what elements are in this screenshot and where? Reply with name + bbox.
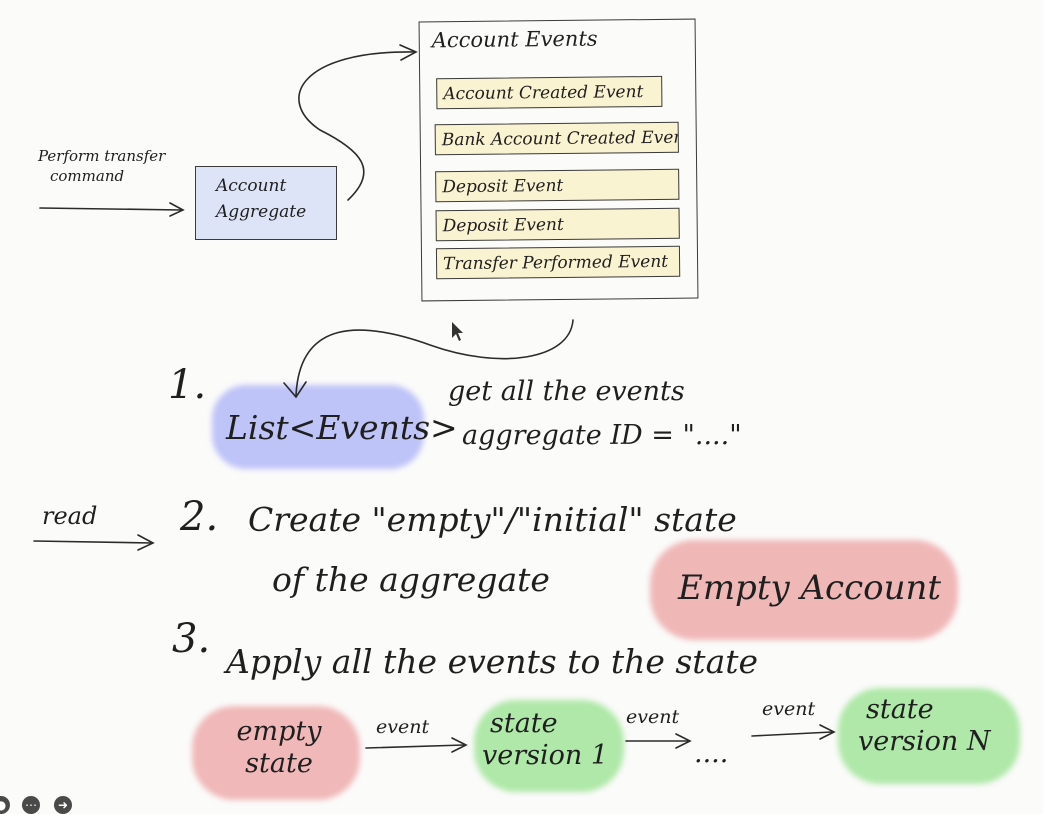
playback-controls: ● ⋯ ➜ <box>0 794 120 814</box>
event-label-2: event <box>626 706 680 728</box>
state-version-1-highlight <box>474 700 624 792</box>
read-arrow <box>33 540 153 544</box>
ellipsis-label: .... <box>694 738 729 769</box>
aggregate-to-events-curve <box>298 51 416 201</box>
event-item: Deposit Event <box>435 207 680 242</box>
step-1-note-line-1: get all the events <box>448 376 685 407</box>
step-3-line-1: Apply all the events to the state <box>226 642 759 681</box>
step-2-line-2: of the aggregate <box>272 560 550 599</box>
aggregate-line-1: Account <box>216 176 287 196</box>
read-label: read <box>42 502 98 530</box>
state-version-n-line-1: state <box>866 694 934 725</box>
event-label-3: event <box>762 698 816 720</box>
event-label-1: event <box>376 716 430 738</box>
step-2-line-1: Create "empty"/"initial" state <box>248 500 737 539</box>
command-label-line-2: command <box>50 167 125 185</box>
empty-account-label: Empty Account <box>678 568 942 608</box>
event-item: Transfer Performed Event <box>435 245 681 280</box>
aggregate-line-2: Aggregate <box>216 202 307 222</box>
account-events-panel: Account Events Account Created Event Ban… <box>418 18 699 302</box>
flow-arrow-1 <box>365 744 465 749</box>
event-item: Deposit Event <box>435 168 680 203</box>
state-version-n-highlight <box>838 688 1020 784</box>
state-version-1-line-2: version 1 <box>482 740 609 771</box>
mouse-cursor <box>452 322 463 341</box>
state-version-1-node: state version 1 <box>482 708 608 772</box>
step-2-number: 2. <box>180 494 219 540</box>
command-arrow <box>39 207 183 211</box>
list-events-label: List<Events> <box>226 408 458 447</box>
more-icon[interactable]: ⋯ <box>22 796 40 814</box>
perform-transfer-command-label: Perform transfer command <box>38 146 165 186</box>
step-1-note-line-2: aggregate ID = "...." <box>462 420 742 451</box>
event-item: Bank Account Created Event <box>434 121 679 156</box>
events-to-list-curve <box>295 319 574 396</box>
list-events-highlight <box>212 385 424 469</box>
flow-arrow-3 <box>751 731 833 737</box>
empty-state-node: empty state <box>214 716 344 780</box>
account-aggregate-box: Account Aggregate <box>195 166 337 240</box>
command-label-line-1: Perform transfer <box>38 147 166 165</box>
events-panel-title: Account Events <box>431 26 598 53</box>
state-version-1-line-1: state <box>490 708 558 739</box>
state-version-n-line-2: version N <box>858 726 991 757</box>
empty-state-line-2: state <box>245 748 313 779</box>
step-1-number: 1. <box>168 362 207 408</box>
state-version-n-node: state version N <box>858 694 990 758</box>
event-item: Account Created Event <box>436 75 663 110</box>
empty-state-line-1: empty <box>236 716 322 747</box>
empty-state-highlight <box>192 706 360 800</box>
step-3-number: 3. <box>172 616 211 662</box>
mic-icon[interactable]: ● <box>0 796 10 814</box>
empty-account-highlight <box>650 540 958 640</box>
next-arrow-icon[interactable]: ➜ <box>54 796 72 814</box>
